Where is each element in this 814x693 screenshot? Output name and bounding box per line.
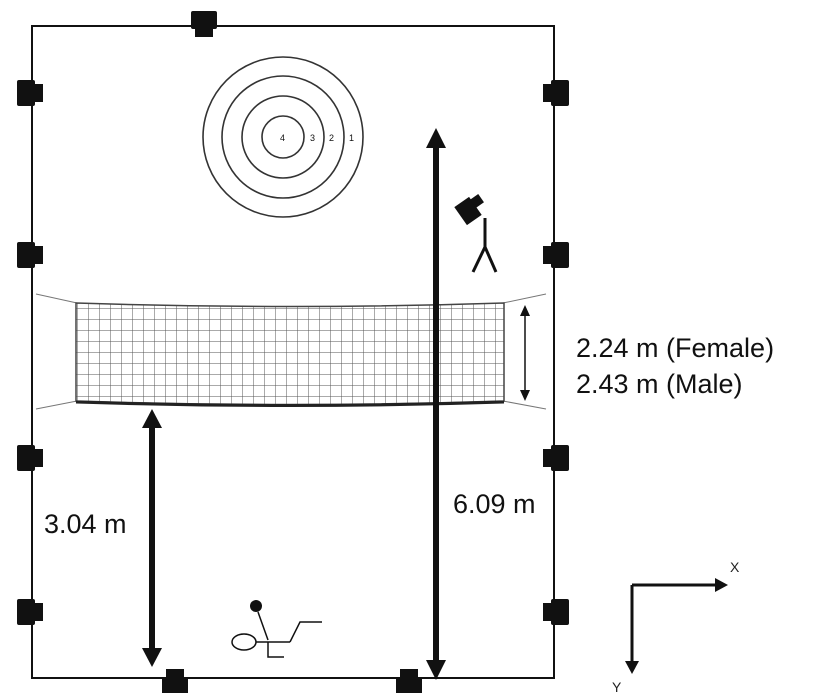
- y-axis-label: Y: [612, 679, 622, 693]
- camera-icon: [543, 599, 569, 625]
- camera-layer: [17, 11, 569, 693]
- court-depth-label: 6.09 m: [453, 489, 536, 519]
- target-ring-label-3: 3: [310, 133, 315, 143]
- net-guy-line: [35, 293, 78, 304]
- camera-icon: [162, 669, 188, 693]
- net-bottom-cable: [75, 400, 505, 407]
- camera-icon: [191, 11, 217, 37]
- net-height-male-label: 2.43 m (Male): [576, 369, 743, 399]
- axes-indicator: [625, 578, 728, 674]
- target-ring-4: [261, 115, 305, 159]
- net-mesh: [75, 302, 505, 406]
- camera-icon: [17, 599, 43, 625]
- net-guy-line: [502, 293, 547, 304]
- service-distance-label: 3.04 m: [44, 509, 127, 539]
- target-ring-3: [241, 95, 325, 179]
- camera-icon: [543, 445, 569, 471]
- net-guy-line: [502, 400, 547, 410]
- service-distance-arrow: [142, 409, 162, 667]
- target-ring-label-4: 4: [280, 133, 285, 143]
- target: 4 3 2 1: [202, 56, 364, 218]
- camera-icon: [17, 445, 43, 471]
- net-height-arrow: [520, 305, 530, 401]
- camera-icon: [396, 669, 422, 693]
- volleyball-net: [35, 293, 547, 410]
- court-depth-arrow: [426, 128, 446, 680]
- court-boundary: [31, 25, 555, 679]
- net-height-female-label: 2.24 m (Female): [576, 333, 774, 363]
- camera-icon: [17, 242, 43, 268]
- target-ring-2: [221, 75, 345, 199]
- camera-icon: [543, 80, 569, 106]
- player-icon: [231, 600, 322, 658]
- tripod-camera-icon: [454, 194, 498, 273]
- x-axis-label: X: [730, 559, 740, 575]
- camera-icon: [543, 242, 569, 268]
- net-guy-line: [35, 400, 78, 410]
- target-ring-label-1: 1: [349, 133, 354, 143]
- target-ring-label-2: 2: [329, 133, 334, 143]
- camera-icon: [17, 80, 43, 106]
- target-ring-1: [202, 56, 364, 218]
